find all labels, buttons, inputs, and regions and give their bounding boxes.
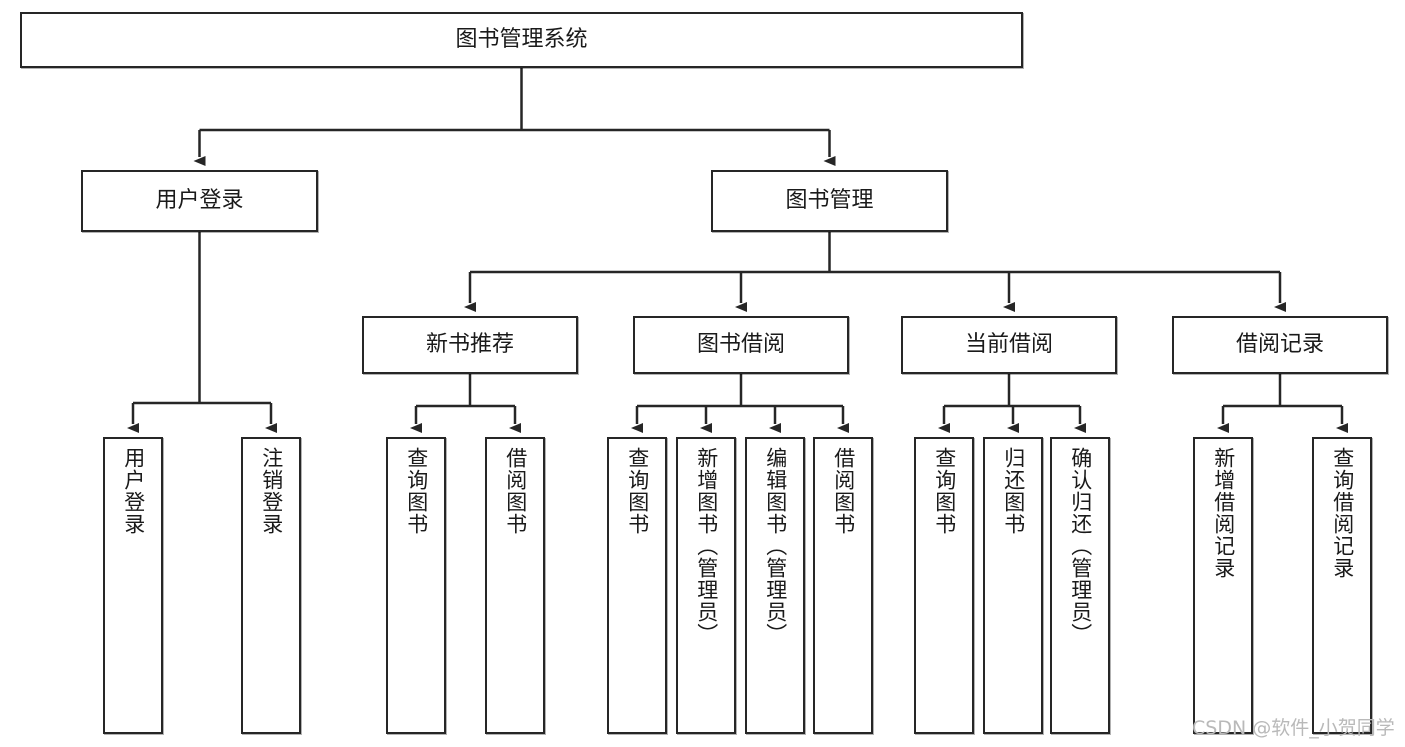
node-label: 图书借阅 [696,332,785,358]
node-leaf-query-book-3[interactable]: 查询图书 [914,437,974,734]
node-leaf-logout[interactable]: 注销登录 [241,437,301,734]
node-label: 新书推荐 [425,332,514,358]
node-label: 图书管理 [785,188,874,214]
node-label: 新增图书（管理员） [694,447,719,645]
node-leaf-add-record[interactable]: 新增借阅记录 [1193,437,1253,734]
node-book-borrow[interactable]: 图书借阅 [633,316,849,374]
node-leaf-query-book-1[interactable]: 查询图书 [386,437,446,734]
node-label: 借阅图书 [503,447,528,535]
node-borrow-record[interactable]: 借阅记录 [1172,316,1388,374]
node-label: 借阅图书 [831,447,856,535]
node-label: 新增借阅记录 [1211,447,1236,579]
node-label: 借阅记录 [1235,332,1324,358]
node-label: 当前借阅 [964,332,1053,358]
node-user-login[interactable]: 用户登录 [81,170,318,232]
node-leaf-add-book[interactable]: 新增图书（管理员） [676,437,736,734]
node-label: 查询图书 [932,447,957,535]
node-leaf-edit-book[interactable]: 编辑图书（管理员） [745,437,805,734]
node-label: 用户登录 [121,447,146,535]
node-label: 编辑图书（管理员） [763,447,788,645]
node-new-book-rec[interactable]: 新书推荐 [362,316,578,374]
node-label: 确认归还（管理员） [1068,447,1093,645]
node-label: 归还图书 [1001,447,1026,535]
node-label: 图书管理系统 [455,27,588,53]
node-label: 查询借阅记录 [1330,447,1355,579]
node-label: 注销登录 [259,447,284,535]
node-leaf-user-login[interactable]: 用户登录 [103,437,163,734]
node-leaf-borrow-book-2[interactable]: 借阅图书 [813,437,873,734]
node-book-manage[interactable]: 图书管理 [711,170,948,232]
node-leaf-query-record[interactable]: 查询借阅记录 [1312,437,1372,734]
node-label: 用户登录 [155,188,244,214]
node-label: 查询图书 [625,447,650,535]
node-label: 查询图书 [404,447,429,535]
node-current-borrow[interactable]: 当前借阅 [901,316,1117,374]
node-leaf-borrow-book-1[interactable]: 借阅图书 [485,437,545,734]
node-leaf-return-book[interactable]: 归还图书 [983,437,1043,734]
node-leaf-confirm-return[interactable]: 确认归还（管理员） [1050,437,1110,734]
node-leaf-query-book-2[interactable]: 查询图书 [607,437,667,734]
node-root[interactable]: 图书管理系统 [20,12,1023,68]
edge-layer [127,68,1348,433]
